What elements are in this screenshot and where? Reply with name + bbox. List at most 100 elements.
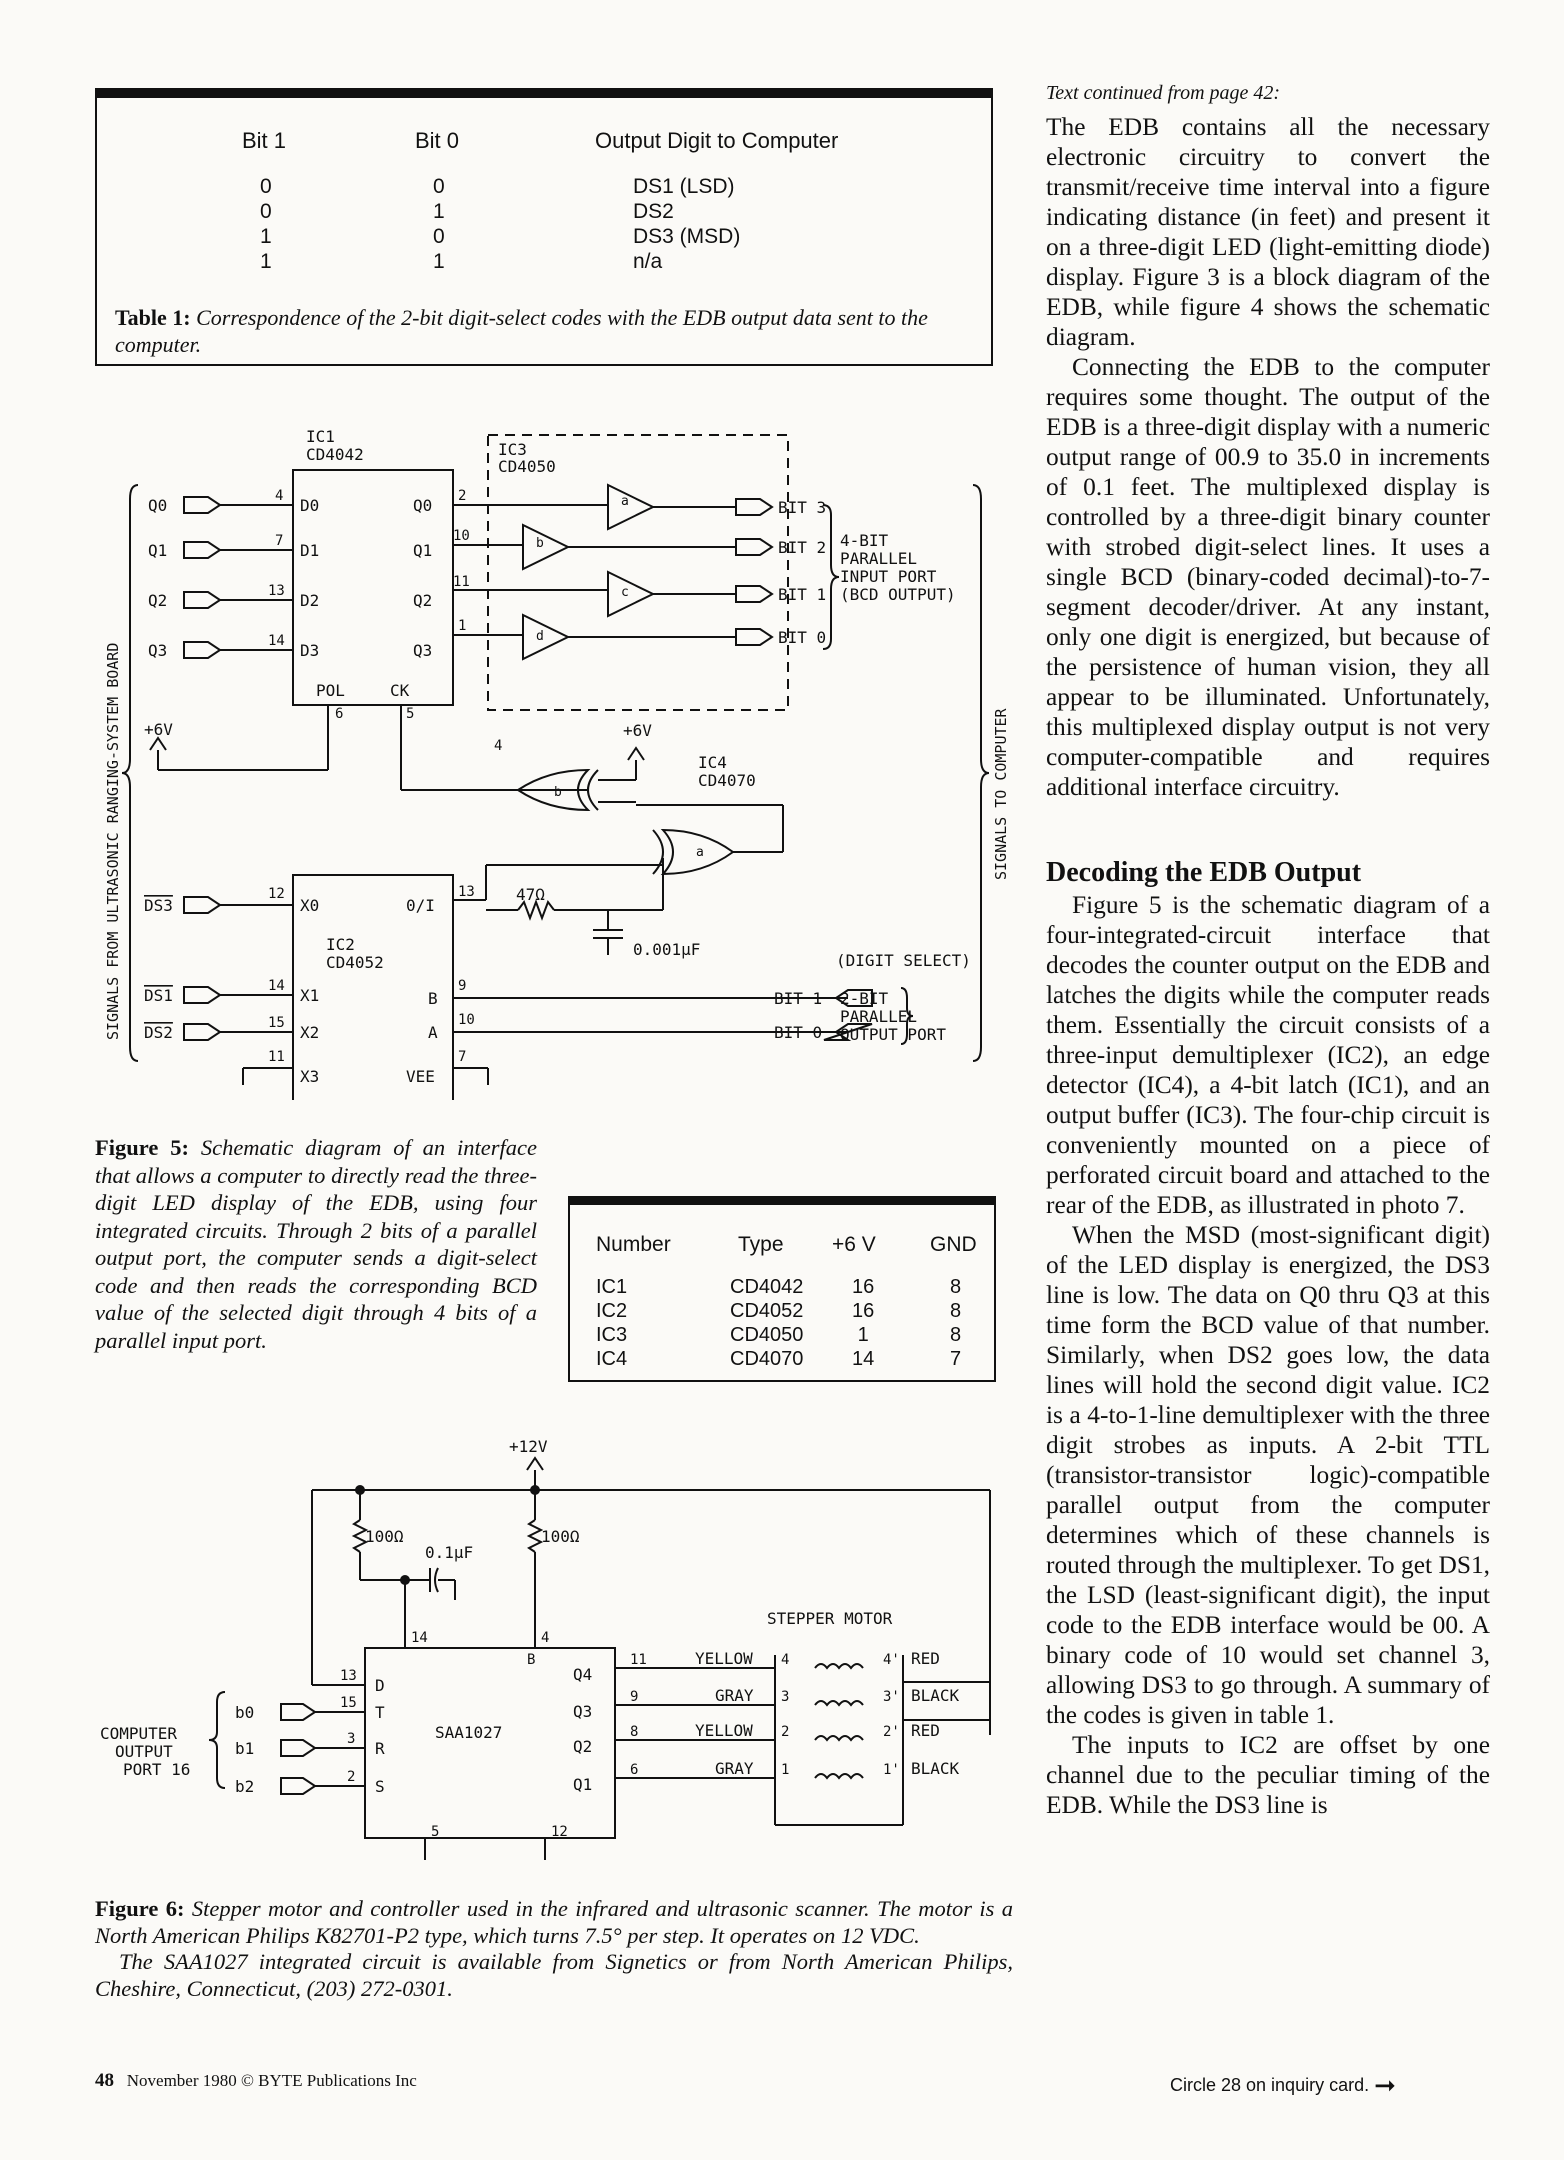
fig6-motor-label: STEPPER MOTOR	[767, 1609, 893, 1628]
footer-right: Circle 28 on inquiry card. ➞	[1170, 2070, 1396, 2101]
svg-text:B: B	[527, 1652, 535, 1668]
ic2-pin-x3: X3	[300, 1067, 319, 1086]
svg-text:12: 12	[268, 886, 285, 902]
fig6-pin-q2: Q2	[573, 1737, 592, 1756]
table1-cell: 1	[260, 250, 272, 273]
ic-table-cell: IC2	[596, 1300, 628, 1322]
svg-text:9: 9	[458, 978, 466, 994]
table-1: Bit 1 Bit 0 Output Digit to Computer 0 0…	[95, 88, 993, 366]
ic-table-cell: 1	[857, 1324, 869, 1346]
svg-text:15: 15	[268, 1015, 285, 1031]
ic-table-number-column: IC1 IC2 IC3 IC4	[596, 1275, 627, 1371]
table1-cell: DS1 (LSD)	[633, 175, 735, 198]
ic2-type: CD4052	[326, 953, 384, 972]
figure6-caption-label: Figure 6:	[95, 1896, 185, 1921]
fig6-wire-black-2: BLACK	[911, 1759, 960, 1778]
output-port-label-3: OUTPUT PORT	[840, 1025, 946, 1044]
svg-text:5: 5	[406, 706, 414, 722]
ic1-pin-d1: D1	[300, 541, 319, 560]
ic-table-cell: CD4050	[730, 1324, 804, 1346]
fig6-wire-gray-2: GRAY	[715, 1759, 754, 1778]
section-heading: Decoding the EDB Output	[1046, 857, 1362, 888]
paragraph-3: Figure 5 is the schematic diagram of a f…	[1046, 891, 1490, 1219]
table1-header-bit1: Bit 1	[242, 128, 287, 153]
figure5-caption-text: Schematic diagram of an interface that a…	[95, 1135, 537, 1353]
table1-cell: 0	[260, 200, 272, 223]
svg-text:3: 3	[347, 1731, 355, 1747]
input-q0: Q0	[148, 496, 167, 515]
table1-cell: DS2	[633, 200, 674, 223]
figure6-schematic: +12V 100Ω 100Ω 0.1μF SAA1027 D T R S Q4 …	[100, 1437, 991, 1860]
fig6-pin-t: T	[375, 1703, 385, 1722]
fig6-wire-black-1: BLACK	[911, 1686, 960, 1705]
figure6-caption-note: The SAA1027 integrated circuit is availa…	[95, 1949, 1013, 2001]
table1-cell: 1	[260, 225, 272, 248]
fig6-pin-q4: Q4	[573, 1665, 592, 1684]
output-port-label-2: PARALLEL	[840, 1007, 917, 1026]
buffer-b-label: b	[536, 536, 544, 551]
figure6-caption-text: Stepper motor and controller used in the…	[95, 1896, 1013, 1948]
input-port-label-1: 4-BIT	[840, 531, 889, 550]
ic-table-cell: IC4	[596, 1348, 628, 1370]
input-ds3: DS3	[144, 896, 173, 915]
output-bit0: BIT 0	[778, 628, 826, 647]
svg-text:1: 1	[781, 1762, 789, 1778]
ic-table-header-number: Number	[596, 1233, 671, 1256]
ic1-label: IC1	[306, 427, 335, 446]
supply-ic4: +6V	[623, 721, 652, 740]
table1-header-output: Output Digit to Computer	[595, 128, 839, 153]
svg-text:2: 2	[781, 1724, 789, 1740]
fig6-supply: +12V	[509, 1437, 548, 1456]
ic-table-gnd-column: 8 8 8 7	[950, 1275, 961, 1371]
ic2-pin-b: B	[428, 989, 438, 1008]
svg-text:14: 14	[411, 1630, 428, 1646]
ic-table-cell: IC3	[596, 1324, 628, 1346]
table1-output-column: DS1 (LSD) DS2 DS3 (MSD) n/a	[633, 174, 740, 274]
table1-bit1-column: 0 0 1 1	[260, 174, 272, 274]
fig6-wire-yellow-2: YELLOW	[695, 1721, 753, 1740]
input-q1: Q1	[148, 541, 167, 560]
table1-cell: 1	[433, 250, 445, 273]
table1-cell: DS3 (MSD)	[633, 225, 741, 248]
table1-cell: 1	[433, 200, 445, 223]
fig6-pin-q3: Q3	[573, 1702, 592, 1721]
svg-text:1: 1	[458, 618, 466, 634]
fig6-chip-label: SAA1027	[435, 1723, 502, 1742]
footer-publication: November 1980 © BYTE Publications Inc	[126, 2071, 417, 2090]
svg-text:4: 4	[494, 738, 502, 754]
xor-b-label: b	[554, 785, 562, 800]
inquiry-card-note: Circle 28 on inquiry card.	[1170, 2075, 1370, 2095]
output-bit3: BIT 3	[778, 498, 826, 517]
fig6-wire-gray-1: GRAY	[715, 1686, 754, 1705]
figure5-caption: Figure 5: Schematic diagram of an interf…	[95, 1134, 537, 1354]
ic2-pin-x2: X2	[300, 1023, 319, 1042]
ic1-pin-q1: Q1	[413, 541, 432, 560]
fig6-pin-d: D	[375, 1676, 385, 1695]
ic-table-cell: 8	[950, 1324, 962, 1346]
footer-left: 48 November 1980 © BYTE Publications Inc	[95, 2070, 417, 2092]
fig6-wire-yellow-1: YELLOW	[695, 1649, 753, 1668]
svg-text:9: 9	[630, 1689, 638, 1705]
svg-text:3': 3'	[883, 1689, 900, 1705]
table1-bit0-column: 0 1 0 1	[433, 174, 445, 274]
page-number: 48	[95, 2070, 114, 2091]
svg-text:10: 10	[453, 528, 470, 544]
svg-text:13: 13	[458, 884, 475, 900]
xor-a-label: a	[696, 845, 704, 860]
arrow-right-icon: ➞	[1374, 2070, 1396, 2100]
buffer-a-label: a	[621, 494, 629, 509]
ic2-pin-oi: 0/I	[406, 896, 435, 915]
ic1-type: CD4042	[306, 445, 364, 464]
ic-table-cell: 16	[852, 1276, 875, 1298]
digit-select-label: (DIGIT SELECT)	[836, 951, 971, 970]
ic-table-cell: CD4042	[730, 1276, 804, 1298]
ic2-label: IC2	[326, 935, 355, 954]
ic-table-6v-column: 16 16 1 14	[852, 1275, 874, 1371]
fig6-r1: 100Ω	[365, 1527, 404, 1546]
ic-table-cell: 7	[950, 1348, 962, 1370]
select-output-bit1: BIT 1	[774, 989, 822, 1008]
fig6-port-b0: b0	[235, 1703, 254, 1722]
ic-table-cell: IC1	[596, 1276, 628, 1298]
ic1-pin-q3: Q3	[413, 641, 432, 660]
ic1-pin-pol: POL	[316, 681, 345, 700]
